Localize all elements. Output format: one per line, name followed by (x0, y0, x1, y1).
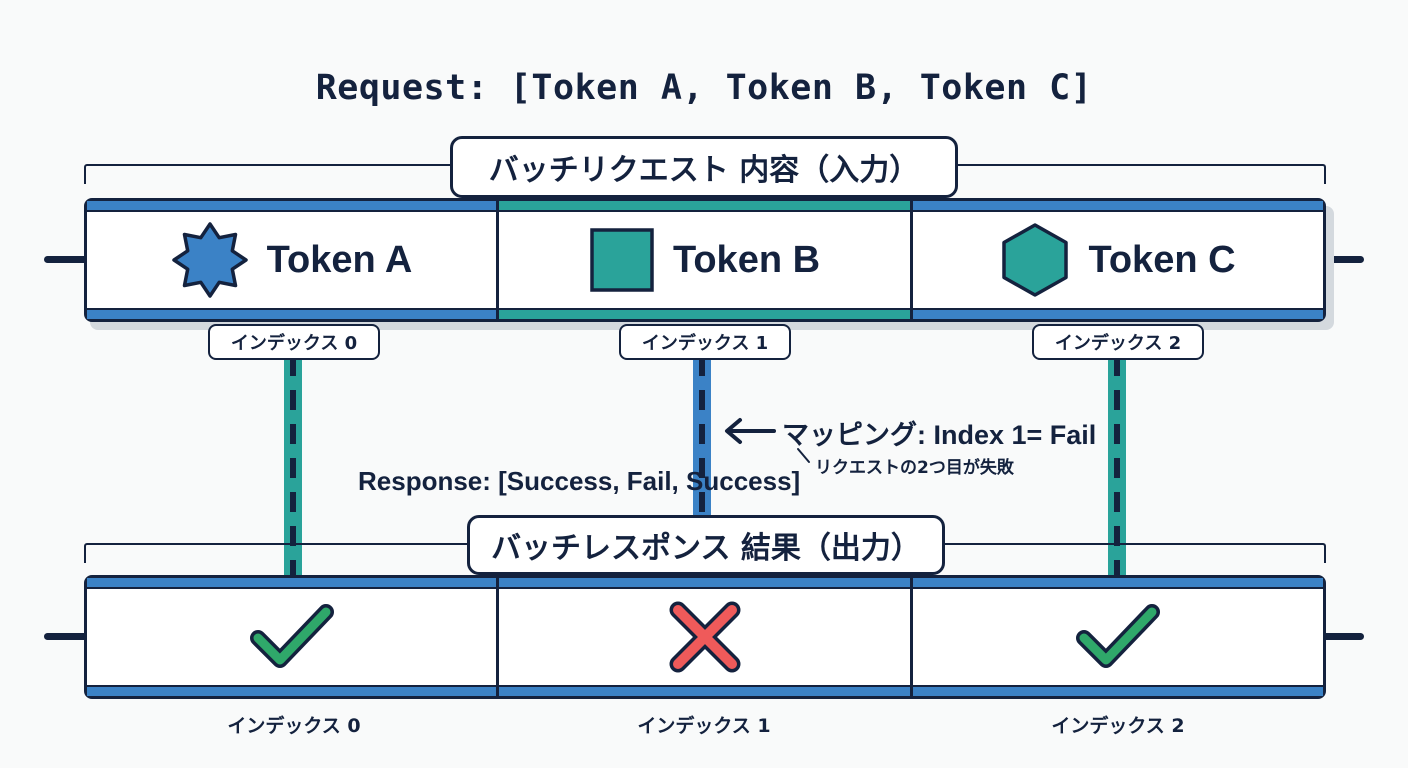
mapping-label: マッピング: Index 1= Fail (782, 420, 1097, 450)
request-title: Request: [Token A, Token B, Token C] (315, 68, 1093, 108)
connector-index-2 (1108, 356, 1126, 578)
input-row: Token A Token B Token C (84, 198, 1326, 322)
mapping-note: リクエストの2つ目が失敗 (815, 458, 1014, 478)
cross-icon (668, 600, 742, 674)
output-index-0-label: インデックス 0 (227, 715, 361, 737)
output-left-stub (44, 633, 88, 640)
token-c-label: Token C (1088, 238, 1236, 281)
response-text: Response: [Success, Fail, Success] (358, 466, 801, 496)
token-cell-b: Token B (496, 198, 913, 322)
result-cell-1 (496, 575, 913, 699)
input-index-1-badge: インデックス 1 (619, 324, 791, 360)
output-right-stub (1322, 633, 1364, 640)
token-a-label: Token A (266, 238, 413, 281)
token-c-icon (1000, 222, 1070, 298)
result-cell-0 (84, 575, 499, 699)
token-a-icon (171, 221, 249, 299)
check-icon (1076, 602, 1160, 672)
token-b-label: Token B (672, 238, 821, 281)
input-index-2-badge: インデックス 2 (1032, 324, 1204, 360)
input-section-label: バッチリクエスト 内容（入力） (450, 136, 958, 198)
output-section-label: バッチレスポンス 結果（出力） (467, 515, 945, 575)
output-index-2-label: インデックス 2 (1051, 715, 1185, 737)
input-right-stub (1322, 256, 1364, 263)
note-tick-icon (796, 447, 812, 465)
output-row (84, 575, 1326, 699)
left-arrow-icon (722, 416, 776, 446)
token-cell-a: Token A (84, 198, 499, 322)
result-cell-2 (910, 575, 1326, 699)
token-b-icon (589, 227, 655, 293)
check-icon (249, 602, 334, 672)
token-cell-c: Token C (910, 198, 1326, 322)
connector-index-0 (284, 356, 302, 578)
input-left-stub (44, 256, 88, 263)
output-index-1-label: インデックス 1 (637, 715, 771, 737)
input-index-0-badge: インデックス 0 (208, 324, 380, 360)
